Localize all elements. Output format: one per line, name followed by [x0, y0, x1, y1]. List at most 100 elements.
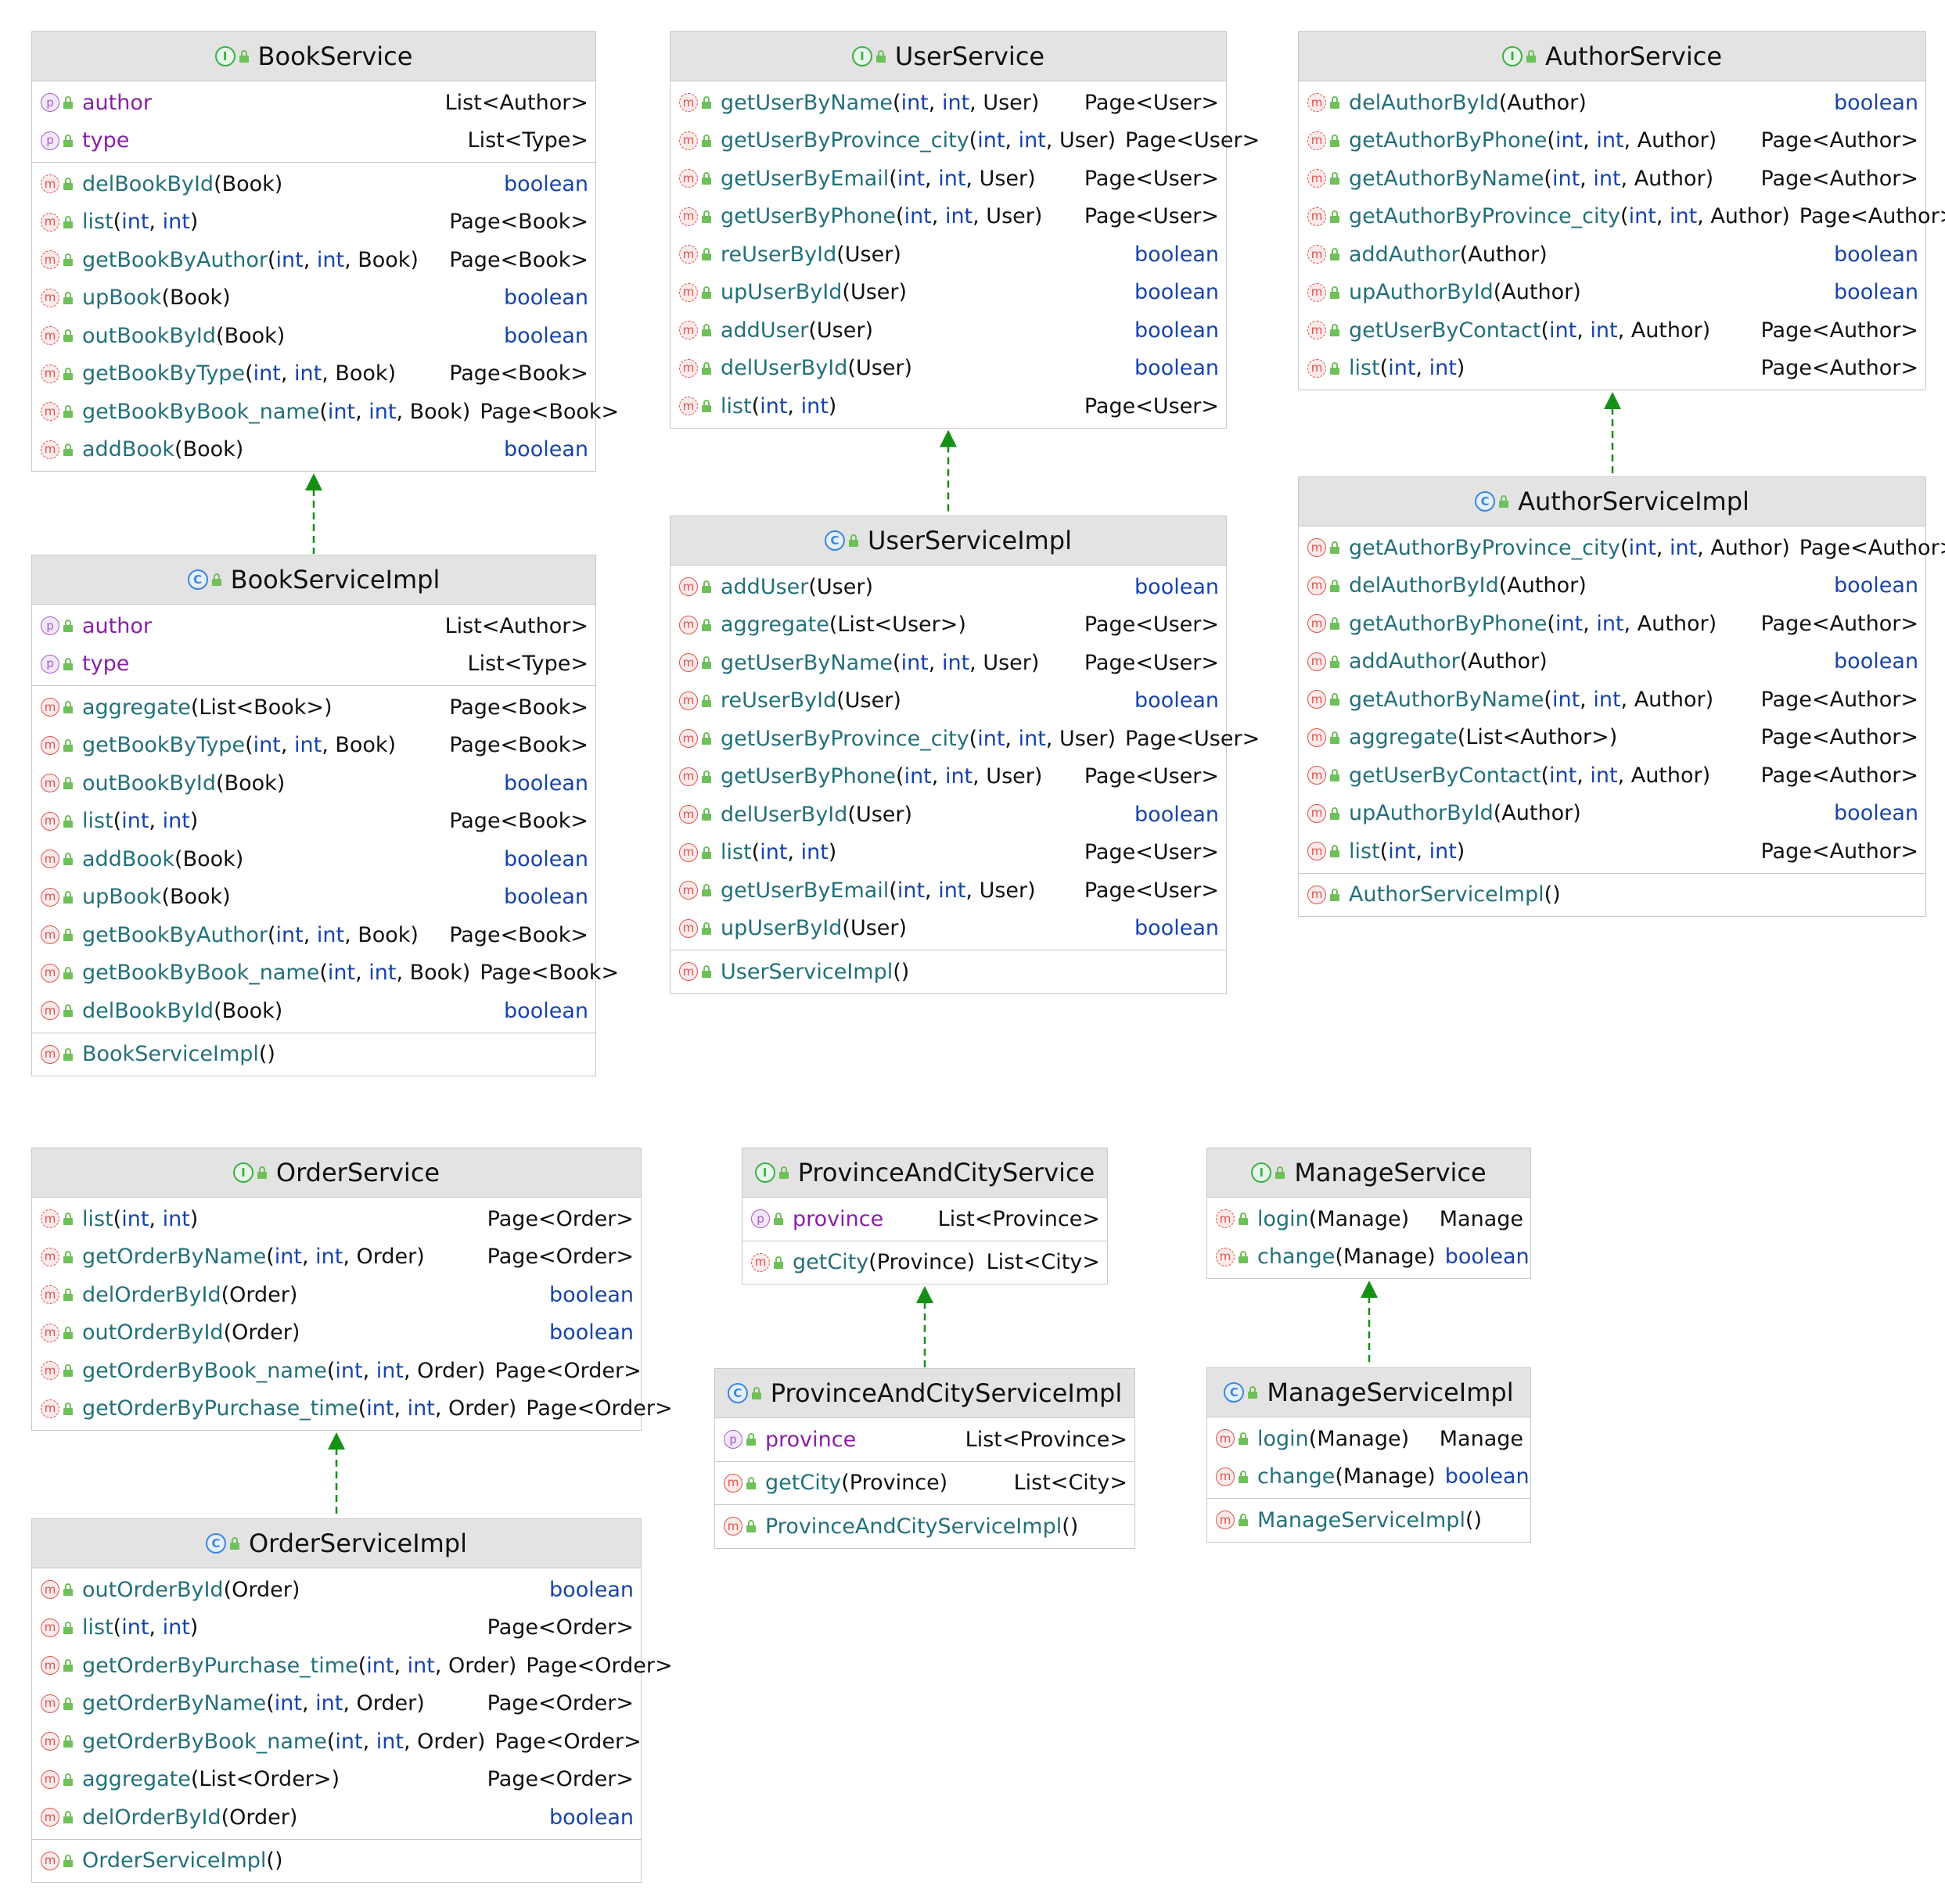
- method-params: (Author): [1493, 801, 1581, 826]
- method-name: getCity: [793, 1250, 869, 1275]
- method-icon: m: [679, 881, 698, 900]
- int-keyword: int: [1628, 204, 1656, 229]
